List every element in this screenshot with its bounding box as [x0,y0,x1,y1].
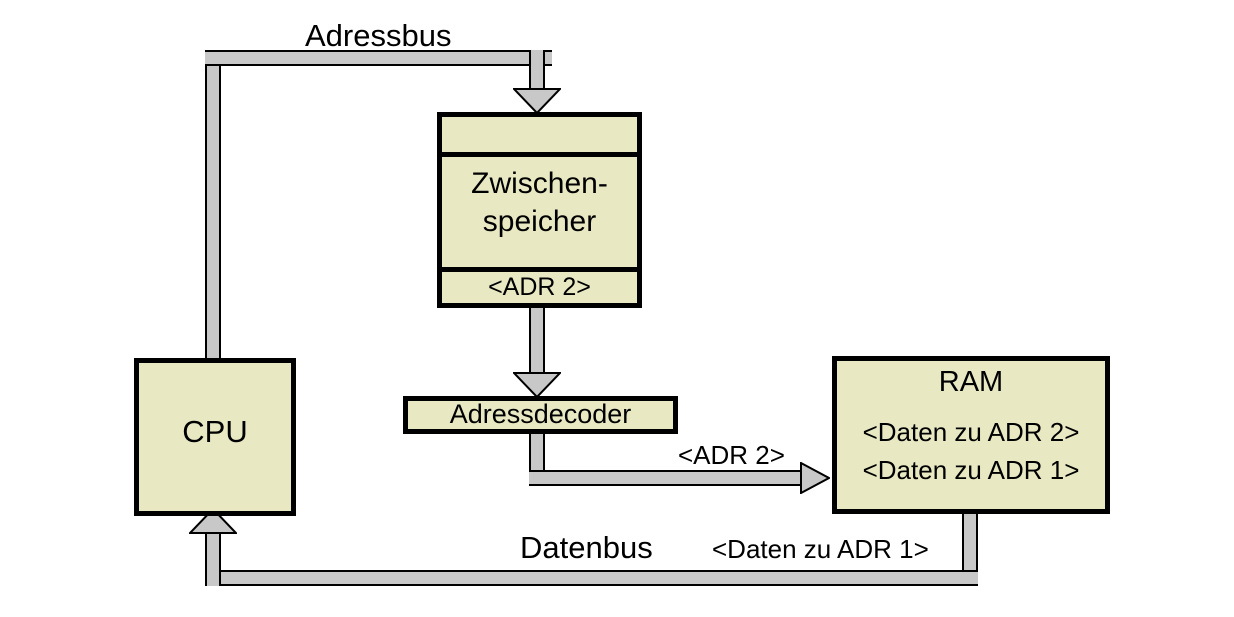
adr2-arrow-label: <ADR 2> [678,440,785,470]
adressdecoder-box[interactable] [403,396,678,434]
ram-title: RAM [938,366,1004,398]
adressdecoder-label: Adressdecoder [449,399,632,429]
cpu-label: CPU [182,414,248,449]
zwischenspeicher-divider-top [442,152,637,157]
address-bus-left-leg [205,50,221,362]
data-bus-left-leg [205,532,221,586]
zwischenspeicher-box[interactable] [437,112,642,308]
zwischenspeicher-label-line1: Zwischen- [471,167,608,200]
address-bus-top-run [205,50,552,66]
data-bus-right-leg [962,512,978,586]
latch-to-decoder-arrowhead [513,372,561,398]
zwischenspeicher-adr-cell: <ADR 2> [488,273,591,301]
datenbus-payload-label: <Daten zu ADR 1> [712,534,929,564]
ram-row-1: <Daten zu ADR 2> [862,417,1080,447]
zwischenspeicher-label-line2: speicher [482,205,597,238]
latch-to-decoder-shaft [529,308,545,374]
datenbus-label: Datenbus [520,530,653,565]
decoder-to-ram-horizontal [529,470,806,486]
data-bus-arrowhead-up [189,508,237,534]
data-bus-bottom-run [205,570,978,586]
zwischenspeicher-divider-bottom [442,267,637,272]
address-bus-arrowhead-down [513,88,561,114]
adressbus-label: Adressbus [305,18,452,53]
address-bus-right-leg [529,50,545,92]
ram-row-2: <Daten zu ADR 1> [862,455,1080,485]
ram-box[interactable] [832,356,1110,514]
cpu-box[interactable] [134,358,296,516]
decoder-to-ram-arrowhead [800,462,830,494]
